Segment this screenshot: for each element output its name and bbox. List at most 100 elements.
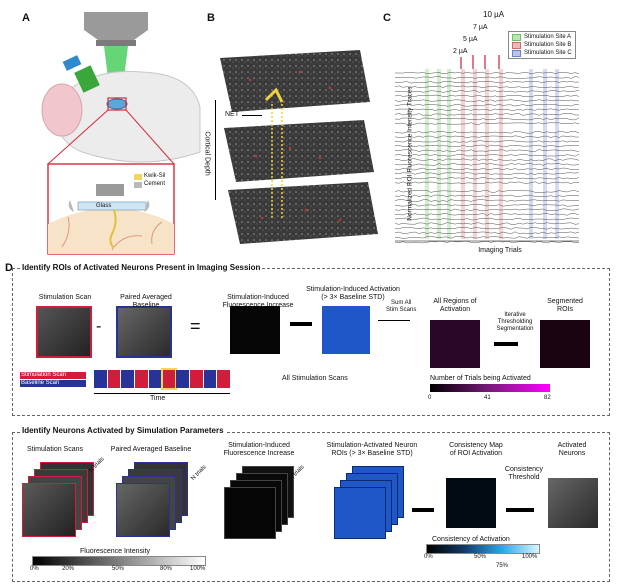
trace-line xyxy=(395,140,580,143)
trace-line xyxy=(395,144,580,148)
legend-label-b: Stimulation Site B xyxy=(524,42,572,48)
time-label: Time xyxy=(150,395,166,402)
trace-line xyxy=(395,194,580,198)
electrode-holder xyxy=(74,65,100,93)
fluor-stack xyxy=(224,466,306,542)
fluor-tick-80: 80% xyxy=(160,566,173,572)
current-arrows xyxy=(460,55,500,69)
kwik-sil-label: Kwik-Sil xyxy=(144,173,166,179)
arrow-3 xyxy=(412,508,434,512)
trace-line xyxy=(395,181,580,185)
baseline-image xyxy=(116,306,172,358)
current-label-5: 5 µA xyxy=(463,36,478,43)
glass-label: Glass xyxy=(96,203,112,209)
net-arrow xyxy=(242,115,262,116)
trace-line xyxy=(395,222,580,225)
trace-line xyxy=(395,80,580,84)
legend-item-b: Stimulation Site B xyxy=(512,41,572,49)
plane-3 xyxy=(228,182,378,244)
fluor-tick-20: 20% xyxy=(62,566,75,572)
stim-scans-label: Stimulation Scans xyxy=(26,446,84,453)
trace-line xyxy=(395,71,580,75)
fluor-increase-label: Stimulation-Induced Fluorescence Increas… xyxy=(222,294,294,309)
panel-c-legend: Stimulation Site A Stimulation Site B St… xyxy=(508,31,576,59)
trace-line xyxy=(395,163,580,166)
trace-line xyxy=(395,236,580,239)
consistency-map-image xyxy=(446,478,496,528)
paired-baseline-bottom-label: Paired Averaged Baseline xyxy=(110,446,192,453)
regions-image xyxy=(430,320,480,368)
trace-line xyxy=(395,213,580,216)
fluor-tick-100: 100% xyxy=(190,566,206,572)
consistency-colorbar xyxy=(426,544,540,554)
trace-line xyxy=(395,240,580,244)
all-stim-scans-label: All Stimulation Scans xyxy=(282,375,348,382)
fluor-bar-title: Fluorescence Intensity xyxy=(80,548,151,555)
trace-line xyxy=(395,231,580,235)
panel-d-bottom-title: Identify Neurons Activated by Simulation… xyxy=(20,426,226,435)
activated-neurons-image xyxy=(548,478,598,528)
consistency-tick-100: 100% xyxy=(522,554,538,560)
cement-label: Cement xyxy=(144,181,166,187)
legend-swatch-b xyxy=(512,41,521,49)
legend-label-c: Stimulation Site C xyxy=(524,50,572,56)
baseline-stack xyxy=(116,462,198,542)
panel-c-xlabel: Imaging Trials xyxy=(478,247,522,254)
plane-1 xyxy=(220,50,370,112)
trials-tick-41: 41 xyxy=(484,395,491,401)
trace-line xyxy=(395,199,580,202)
trace-line xyxy=(395,172,580,175)
glass-window xyxy=(77,201,147,211)
stim-columns xyxy=(425,69,559,239)
trace-line xyxy=(395,176,580,180)
legend-base-label: Baseline Scan xyxy=(21,380,60,386)
current-label-7: 7 µA xyxy=(473,24,488,31)
zoom-box-small xyxy=(107,97,127,111)
scan-sequence xyxy=(94,368,231,390)
trace-line xyxy=(395,99,580,102)
paired-baseline-label: Paired Averaged Baseline xyxy=(120,294,172,309)
mouse-head xyxy=(51,70,201,163)
stim-scan-label: Stimulation Scan xyxy=(38,294,92,301)
activated-neurons-label: Activated Neurons xyxy=(557,442,587,457)
panel-a-illustration xyxy=(41,12,201,255)
arrow-4 xyxy=(506,508,534,512)
trace-line xyxy=(395,226,580,230)
segmented-label: Segmented ROIs xyxy=(547,298,583,313)
trace-line xyxy=(395,76,580,79)
panel-b-imaging-planes xyxy=(220,50,378,244)
activated-rois-label: Stimulation-Activated Neuron ROIs (> 3× … xyxy=(326,442,418,457)
activation-label: Stimulation-Induced Activation (> 3× Bas… xyxy=(306,286,400,301)
trace-line xyxy=(395,208,580,212)
trace-line xyxy=(395,190,580,193)
current-label-10: 10 µA xyxy=(483,10,505,19)
trace-lines xyxy=(395,71,580,244)
arrow-1 xyxy=(290,322,312,326)
roi-stack xyxy=(334,466,416,542)
probe-shank xyxy=(109,209,117,249)
panel-b-letter: B xyxy=(207,12,215,24)
trace-line xyxy=(395,122,580,125)
currents-row: 10 µA 7 µA 5 µA 2 µA xyxy=(445,10,515,64)
trials-colorbar-title: Number of Trials being Activated xyxy=(430,375,531,382)
legend-swatch-a xyxy=(512,33,521,41)
fluor-tick-0: 0% xyxy=(30,566,39,572)
cranial-window xyxy=(106,98,128,110)
trials-tick-0: 0 xyxy=(428,395,432,401)
trace-line xyxy=(395,167,580,171)
trace-line xyxy=(395,103,580,107)
trace-line xyxy=(395,135,580,138)
consistency-tick-0: 0% xyxy=(424,554,433,560)
sum-all-label: Sum All Stim Scans xyxy=(386,300,417,313)
equals-sign: = xyxy=(190,316,201,336)
mouse-ear xyxy=(41,83,83,137)
trace-line xyxy=(395,113,580,116)
trace-line xyxy=(395,90,580,93)
legend-base-swatch xyxy=(20,380,86,387)
inset-objective xyxy=(96,184,124,196)
legend-item-c: Stimulation Site C xyxy=(512,49,572,57)
consistency-map-label: Consistency Map of ROI Activation xyxy=(449,442,503,457)
trace-line xyxy=(395,94,580,98)
minus-sign: - xyxy=(96,318,102,335)
consistency-tick-50: 50% xyxy=(474,554,487,560)
